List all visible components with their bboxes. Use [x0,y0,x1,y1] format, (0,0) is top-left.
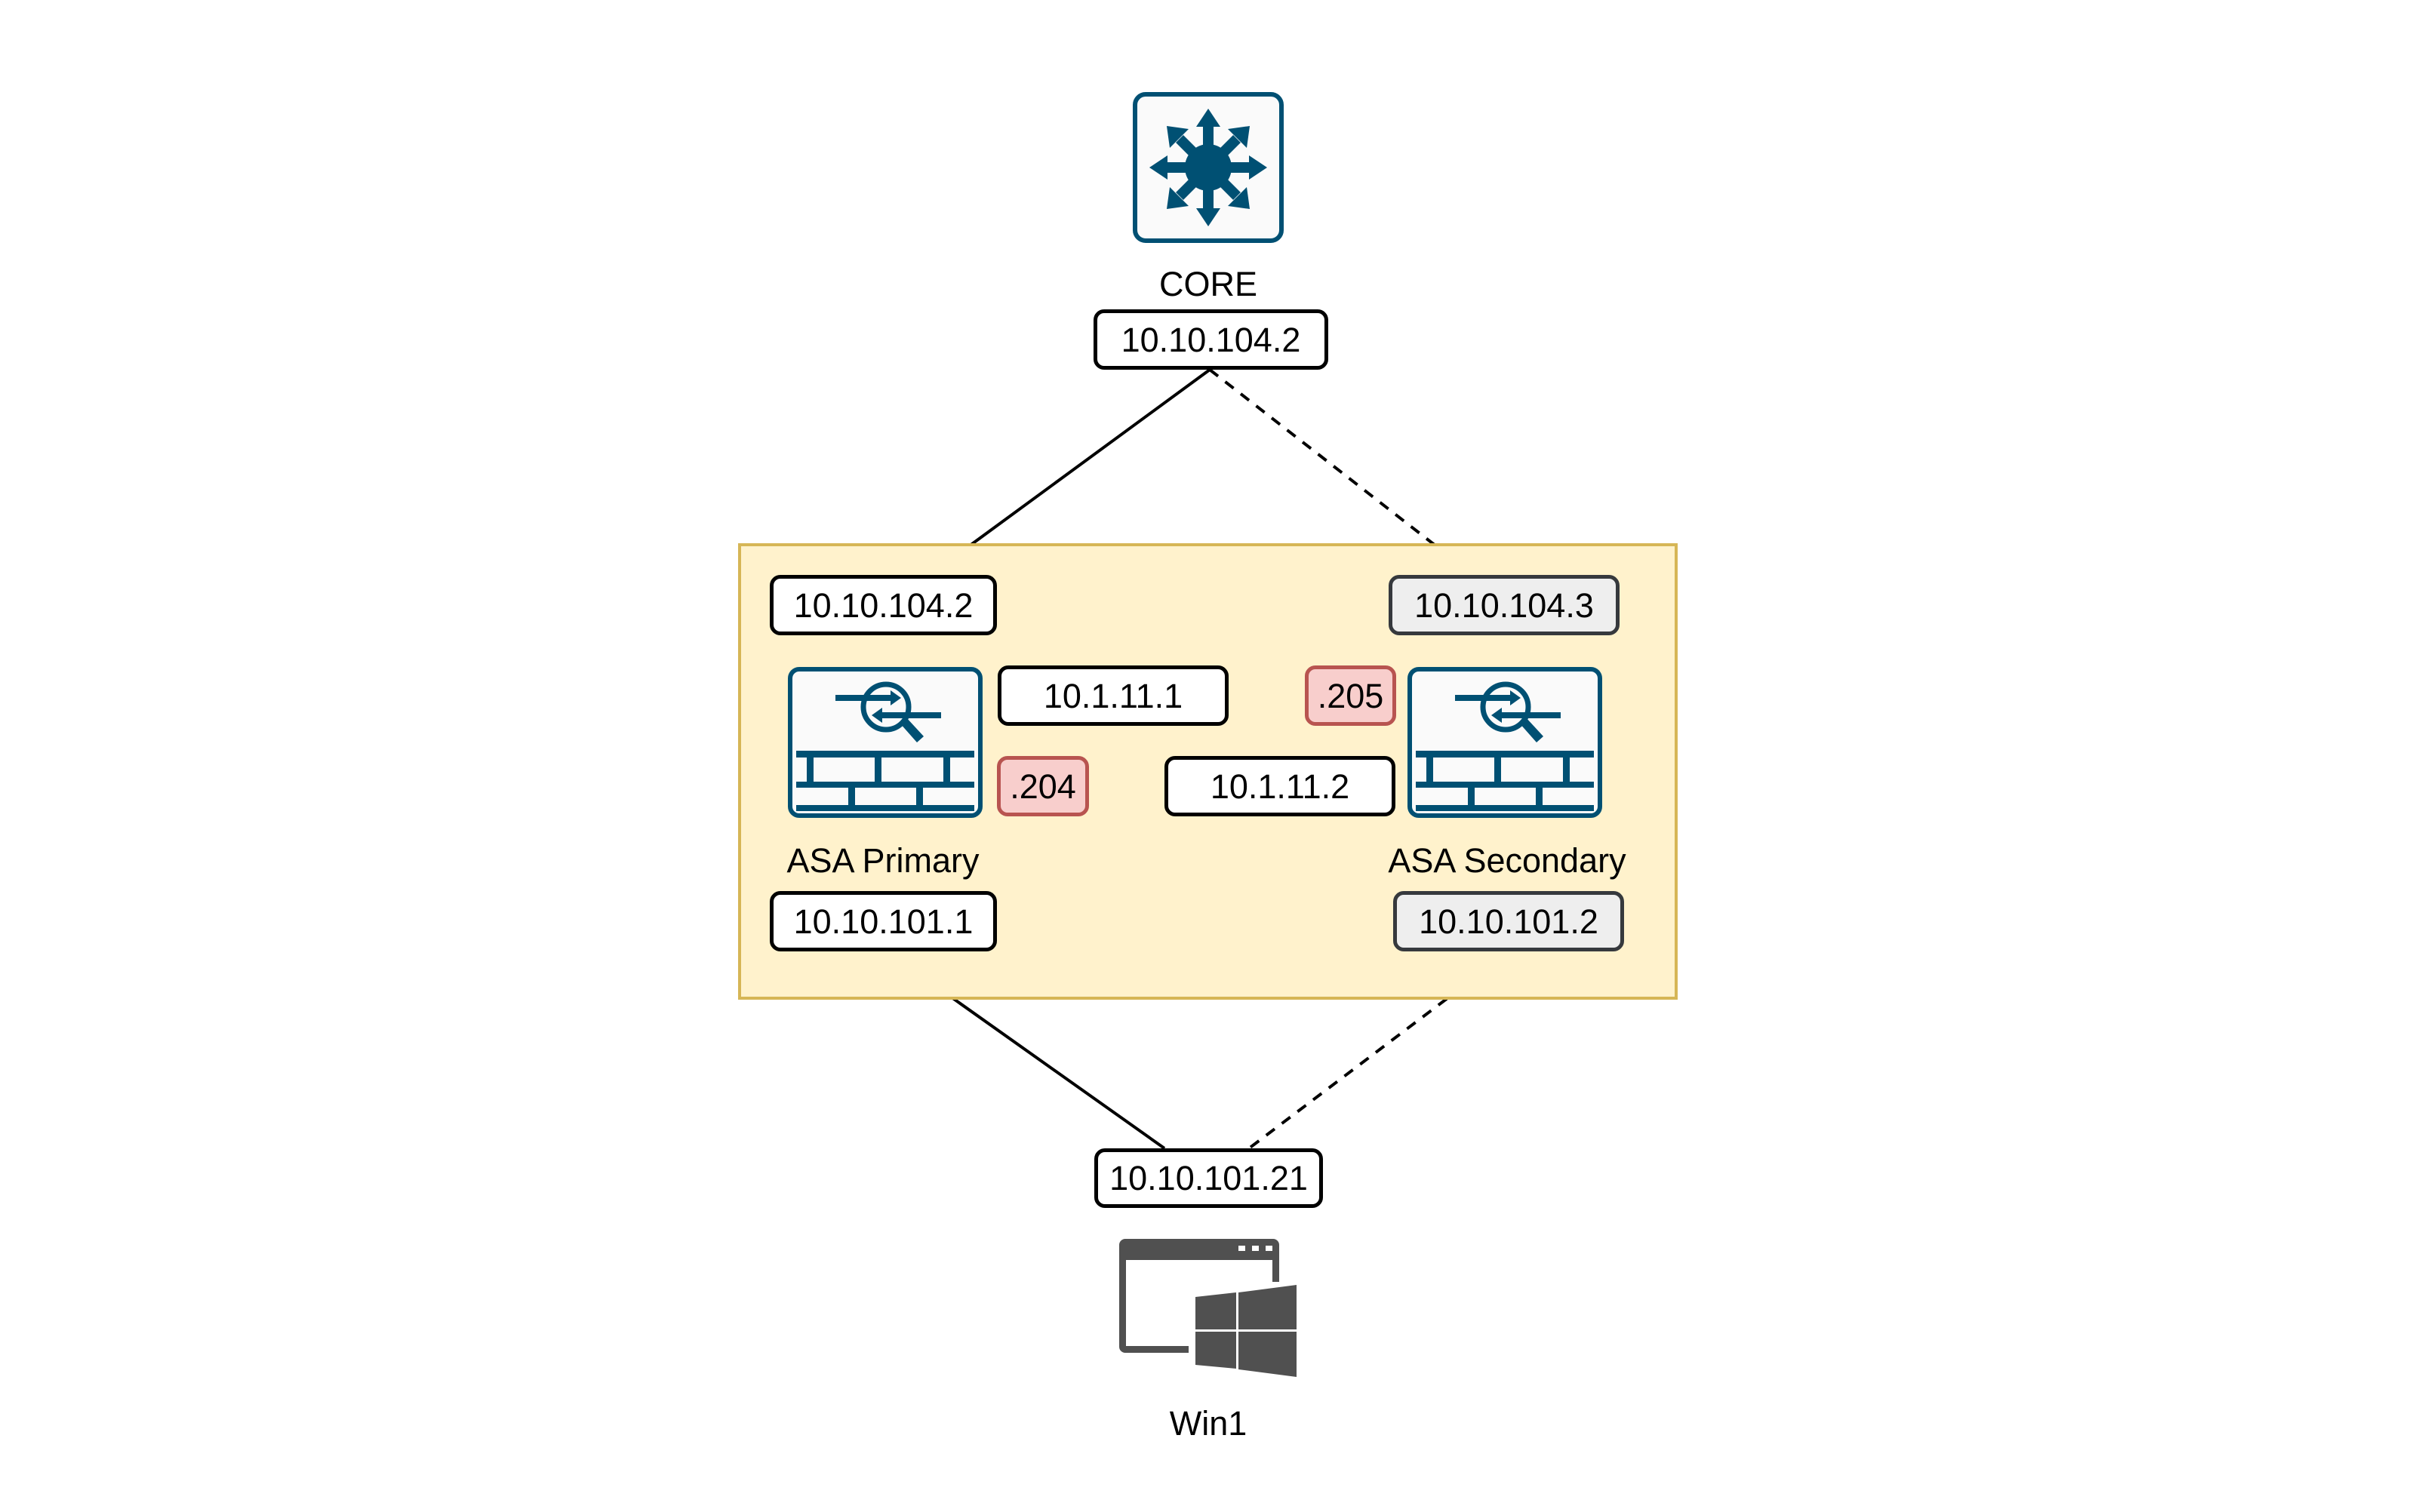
asa-secondary-node[interactable] [1407,667,1602,818]
win1-ip-label: 10.10.101.21 [1094,1148,1323,1208]
link-secondary-to-win1 [1247,950,1511,1150]
link-core-to-secondary [1208,368,1475,576]
asa-primary-node[interactable] [788,667,983,818]
secondary-failover-ip-label: 10.1.11.2 [1164,756,1395,816]
core-ip-label: 10.10.104.2 [1094,309,1328,370]
secondary-inside-ip-label: 10.10.101.2 [1393,891,1624,951]
primary-failover-ip-label: 10.1.11.1 [998,665,1229,726]
win1-label: Win1 [1169,1404,1247,1443]
firewall-icon [788,667,983,818]
windows-host-icon [1119,1239,1297,1377]
asa-secondary-label: ASA Secondary [1388,841,1626,880]
layer3-switch-icon [1133,92,1284,243]
core-label: CORE [1158,265,1257,303]
secondary-mgmt-badge: .205 [1305,665,1396,726]
firewall-icon [1407,667,1602,818]
core-switch-node[interactable] [1133,92,1284,243]
primary-outside-ip-label: 10.10.104.2 [770,575,997,635]
link-core-to-primary [928,368,1211,576]
primary-inside-ip-label: 10.10.101.1 [770,891,997,951]
win1-host-node[interactable] [1119,1239,1300,1382]
secondary-outside-ip-label: 10.10.104.3 [1389,575,1620,635]
asa-primary-label: ASA Primary [786,841,980,880]
primary-mgmt-badge: .204 [997,756,1089,816]
